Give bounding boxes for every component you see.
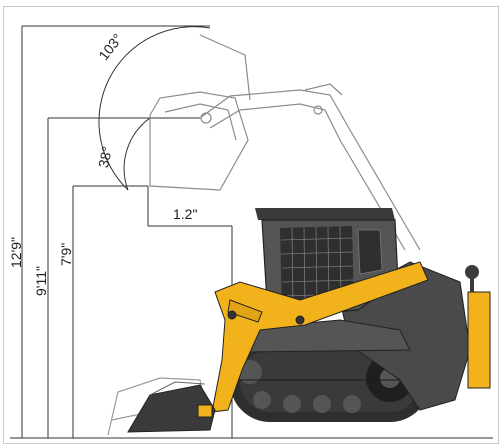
loader-arm: [211, 261, 429, 413]
boom-link: [227, 299, 263, 323]
boom-arm: [211, 261, 429, 413]
dim-label-pin-height: 9'11": [33, 266, 49, 296]
dim-label-max-height: 12'9": [8, 236, 24, 268]
arc-dump: [123, 117, 151, 191]
cab-roof: [255, 208, 395, 220]
angle-label-dump: 38°: [95, 145, 116, 170]
dim-label-dump-height: 7'9": [58, 242, 74, 266]
arc-rollback: [98, 26, 211, 191]
ghost-raised-arm: [149, 34, 421, 251]
cab-side-window: [357, 229, 383, 275]
dim-label-dump-reach: 1.2": [173, 206, 198, 222]
lower-bucket: [127, 381, 216, 433]
rear-light: [465, 265, 479, 279]
operator-cab: [255, 208, 399, 319]
diagram-frame: [3, 6, 499, 444]
counterweight: [467, 291, 491, 389]
angle-arcs: [98, 26, 211, 191]
